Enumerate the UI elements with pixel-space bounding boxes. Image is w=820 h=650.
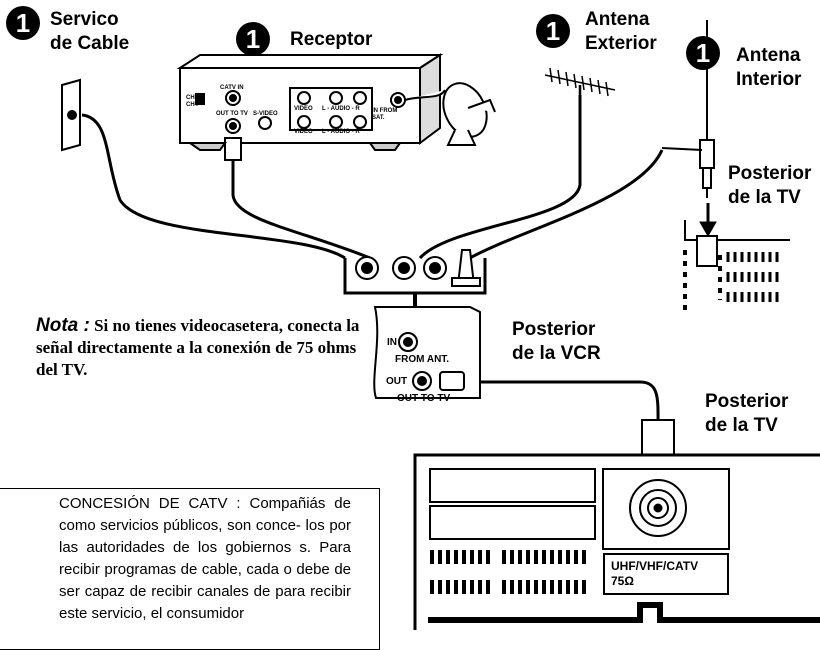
heading-line-1: Antena xyxy=(585,9,650,30)
step-number-outdoor-antenna: 1 xyxy=(536,14,570,48)
cables xyxy=(81,95,664,431)
step-number-receiver: 1 xyxy=(236,22,270,56)
receiver-box xyxy=(176,53,444,161)
heading-line-2: de la VCR xyxy=(512,343,601,364)
satellite-dish xyxy=(404,82,496,146)
receiver-video2-label: VIDEO xyxy=(294,129,313,135)
vcr-in-label: IN xyxy=(387,337,397,348)
catv-info-text: CONCESIÓN DE CATV : Compañiás de como se… xyxy=(59,495,351,622)
note-text: Si no tienes videocasetera, conecta la s… xyxy=(36,316,360,379)
receiver-video1-label: VIDEO xyxy=(294,106,313,112)
tv-rear-bottom xyxy=(413,419,820,630)
cable-outdoor-antenna xyxy=(418,95,582,260)
outdoor-antenna xyxy=(544,67,616,100)
jack-label-line-2: 75Ω xyxy=(611,574,634,588)
note-label: Nota : xyxy=(36,315,90,336)
heading-line-2: Interior xyxy=(736,69,802,90)
heading-line-1: Posterior xyxy=(728,163,812,184)
heading-line-1: Posterior xyxy=(512,319,596,340)
vcr-from-ant-label: FROM ANT. xyxy=(395,354,450,365)
heading-line-1: Receptor xyxy=(290,29,373,50)
connection-diagram xyxy=(61,20,820,630)
note: Nota : Si no tienes videocasetera, conec… xyxy=(36,315,361,381)
heading-line-2: de la TV xyxy=(728,187,801,208)
cable-indoor-antenna xyxy=(469,149,664,260)
receiver-ch4-label: CH4 xyxy=(186,102,199,108)
cable-receiver xyxy=(231,160,371,260)
receiver-s-video-label: S-VIDEO xyxy=(253,111,278,117)
receiver-catv-in-label: CATV IN xyxy=(220,85,244,91)
tv-rear-top xyxy=(683,203,790,310)
tv-antenna-jack-label: UHF/VHF/CATV 75Ω xyxy=(603,553,729,595)
wall-plate xyxy=(61,78,81,152)
vcr-rear xyxy=(373,306,481,399)
cable-vcr-to-tv xyxy=(462,380,660,431)
receiver-audio1-label: L - AUDIO - R xyxy=(322,106,360,112)
heading-line-2: de Cable xyxy=(50,33,130,54)
heading-line-2: Exterior xyxy=(585,33,657,54)
heading-tv-rear-bottom: Posterior de la TV xyxy=(705,390,788,438)
heading-tv-rear-top: Posterior de la TV xyxy=(728,162,811,210)
heading-vcr-rear: Posterior de la VCR xyxy=(512,318,601,366)
coax-connectors xyxy=(355,249,481,287)
receiver-out-to-tv-label: OUT TO TV xyxy=(216,111,248,117)
heading-indoor-antenna: Antena Interior xyxy=(736,44,801,92)
vcr-out-to-tv-label: OUT TO TV xyxy=(397,393,451,404)
heading-outdoor-antenna: Antena Exterior xyxy=(585,8,657,56)
step-number-indoor-antenna: 1 xyxy=(686,36,720,70)
step-number-cable: 1 xyxy=(6,6,40,40)
heading-line-2: de la TV xyxy=(705,415,778,436)
catv-info-box: CONCESIÓN DE CATV : Compañiás de como se… xyxy=(0,488,380,650)
heading-line-1: Antena xyxy=(736,45,801,66)
receiver-in-from-sat-label: IN FROM SAT. xyxy=(372,108,398,121)
heading-receiver: Receptor xyxy=(290,28,372,52)
jack-label-line-1: UHF/VHF/CATV xyxy=(611,559,699,573)
heading-line-1: Posterior xyxy=(705,391,789,412)
vcr-out-label: OUT xyxy=(386,376,408,387)
receiver-audio2-label: L - AUDIO - R xyxy=(322,129,360,135)
heading-cable-service: Servico de Cable xyxy=(50,8,129,56)
cable-wall-plate xyxy=(81,113,346,260)
heading-line-1: Servico xyxy=(50,9,119,30)
receiver-ch3-label: CH3 xyxy=(186,95,199,101)
